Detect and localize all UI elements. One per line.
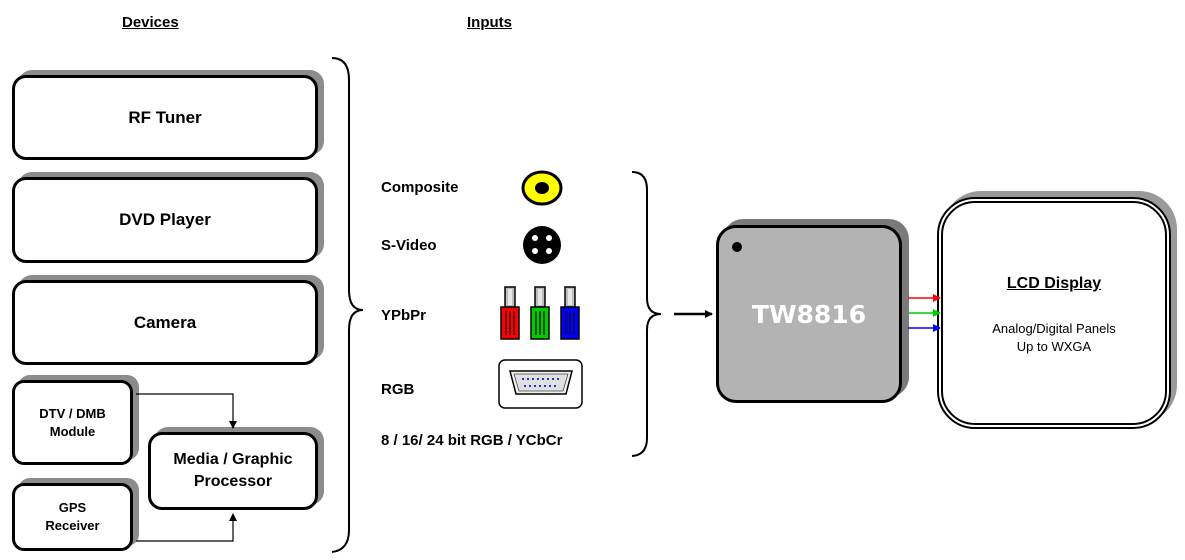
rf-tuner-label: RF Tuner <box>128 107 202 127</box>
rf-tuner-box: RF Tuner <box>12 75 318 160</box>
gps-label-line2: Receiver <box>45 518 100 533</box>
lcd-line-1: Analog/Digital Panels <box>992 321 1116 336</box>
lcd-display-box: LCD Display Analog/Digital Panels Up to … <box>937 197 1171 429</box>
dtv-dmb-label-line2: Module <box>49 423 96 439</box>
camera-label: Camera <box>133 312 197 332</box>
lcd-title: LCD Display <box>1006 275 1102 292</box>
lcd-line-2: Up to WXGA <box>1016 339 1092 354</box>
dtv-dmb-module-box: DTV / DMB Module <box>12 380 133 465</box>
tw8816-chip: TW8816 <box>716 225 902 403</box>
pin1-dot-icon <box>732 242 742 252</box>
composite-label: Composite <box>381 179 459 196</box>
processor-label-line1: Media / Graphic <box>173 451 293 469</box>
gps-receiver-box: GPS Receiver <box>12 483 133 551</box>
devices-header: Devices <box>122 14 179 31</box>
camera-box: Camera <box>12 280 318 365</box>
dvd-player-box: DVD Player <box>12 177 318 263</box>
dtv-to-processor-arrow <box>136 393 237 429</box>
digital-rgb-ycbcr-label: 8 / 16/ 24 bit RGB / YCbCr <box>381 432 563 449</box>
media-graphic-processor-box: Media / Graphic Processor <box>148 432 318 510</box>
chip-name: TW8816 <box>751 299 867 329</box>
ypbpr-label: YPbPr <box>381 307 427 324</box>
dtv-dmb-label-line1: DTV / DMB <box>39 405 106 421</box>
ypbpr-plugs-icon <box>500 286 580 340</box>
inputs-brace <box>631 171 662 457</box>
dvd-player-label: DVD Player <box>119 210 211 229</box>
gps-to-processor-arrow <box>136 513 237 542</box>
composite-jack-icon <box>521 170 563 206</box>
gps-label-line1: GPS <box>58 500 87 516</box>
svideo-label: S-Video <box>381 237 437 254</box>
processor-label-line2: Processor <box>193 473 273 490</box>
inputs-header: Inputs <box>467 14 512 31</box>
rgb-label: RGB <box>381 381 415 398</box>
vga-connector-icon <box>498 359 583 409</box>
svideo-connector-icon <box>523 226 561 264</box>
devices-brace <box>331 57 364 553</box>
